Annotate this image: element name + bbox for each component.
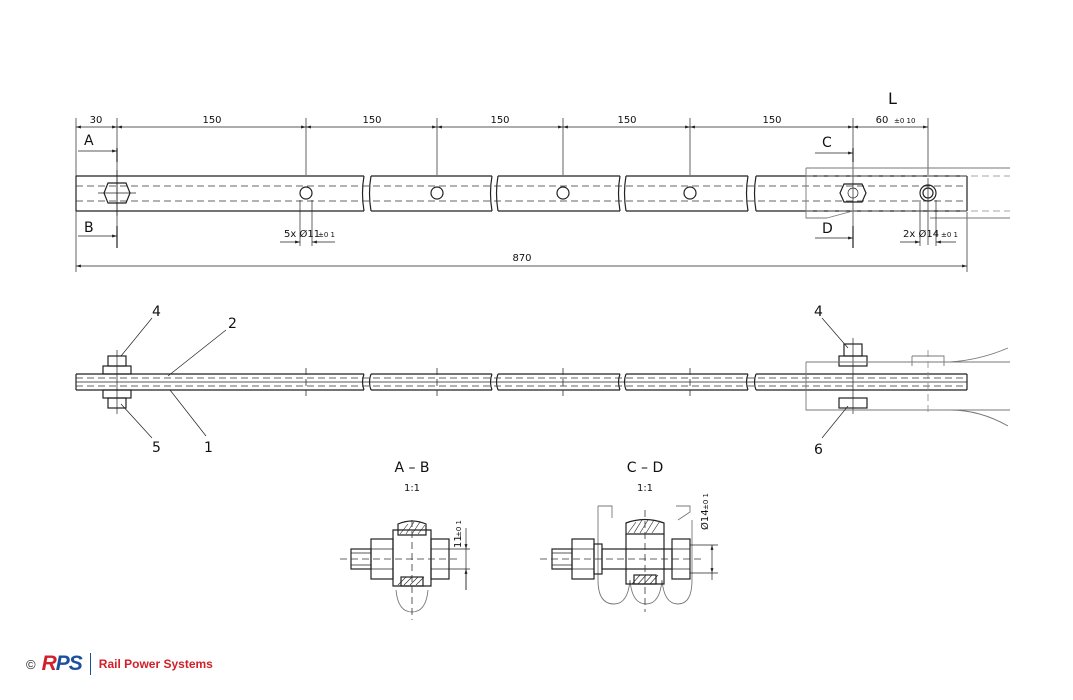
section-ab-title: A – B	[394, 460, 429, 476]
section-c: C	[822, 135, 832, 151]
section-a: A	[84, 133, 94, 149]
footer: © RPS Rail Power Systems	[26, 652, 213, 676]
rps-logo: RPS	[41, 652, 83, 676]
bolt-left-side	[102, 350, 132, 414]
callout-4-right: 4	[814, 304, 823, 320]
dim-150-5: 150	[762, 115, 781, 126]
dim-60: 60	[876, 115, 889, 126]
callout-1: 1	[204, 440, 213, 456]
company-name: Rail Power Systems	[98, 657, 213, 671]
callout-2: 2	[228, 316, 237, 332]
rps-logo-r: R	[41, 652, 57, 675]
adjoining-part-ghost	[805, 167, 1010, 219]
dim-cd-tolerance: ±0 1	[702, 493, 710, 510]
dim-150-1: 150	[202, 115, 221, 126]
dim-holes-11: 5x Ø11	[284, 228, 320, 240]
rps-logo-ps: PS	[55, 652, 83, 675]
dim-150-4: 150	[617, 115, 636, 126]
dim-ab-11: 11	[453, 535, 464, 548]
callout-5: 5	[152, 440, 161, 456]
hex-bolt-head-right	[839, 183, 867, 203]
dim-holes-14: 2x Ø14	[903, 228, 939, 240]
dim-overall-870: 870	[512, 253, 531, 264]
section-d: D	[822, 221, 833, 237]
section-b: B	[84, 220, 94, 236]
dim-60-tolerance: ±0 10	[894, 117, 915, 125]
dim-holes-11-tolerance: ±0 1	[318, 231, 335, 239]
section-cd-scale: 1:1	[637, 483, 653, 494]
bar-top-outline	[75, 175, 968, 212]
top-view: 30 150 150 150 150 150 60 ±0 10 L	[75, 89, 1010, 272]
dim-holes-14-tolerance: ±0 1	[941, 231, 958, 239]
holes-11	[299, 186, 697, 200]
dim-ab-tolerance: ±0 1	[455, 520, 463, 537]
bolt-right-side	[805, 338, 1010, 427]
section-ab-scale: 1:1	[404, 483, 420, 494]
section-cd-title: C – D	[627, 460, 663, 476]
dim-cd-14: Ø14	[699, 509, 711, 530]
copyright-symbol: ©	[26, 656, 36, 672]
callout-6: 6	[814, 442, 823, 458]
dim-30: 30	[90, 115, 103, 126]
length-label: L	[888, 89, 897, 108]
section-cd: C – D 1:1	[540, 460, 718, 612]
callout-4-left: 4	[152, 304, 161, 320]
footer-divider	[89, 653, 91, 675]
side-view: 4 2 5 1 4 6	[75, 304, 1010, 458]
dim-150-2: 150	[362, 115, 381, 126]
dim-150-3: 150	[490, 115, 509, 126]
section-ab: A – B 1:1	[340, 460, 470, 620]
